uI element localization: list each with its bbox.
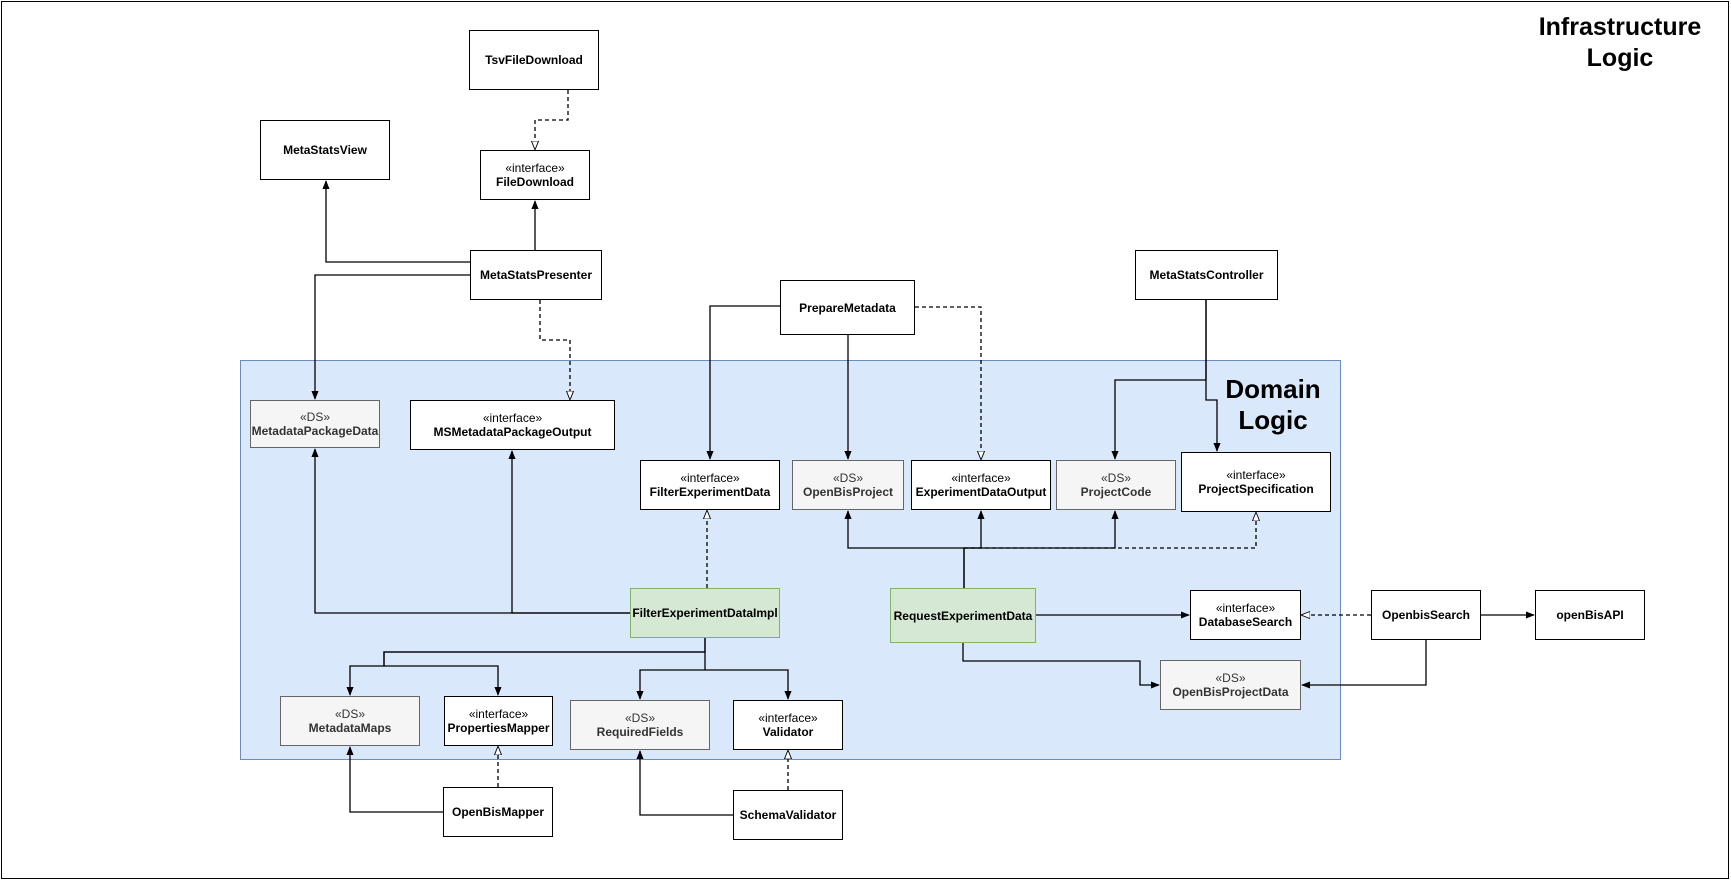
infrastructure-logic-title: Infrastructure Logic [1520,12,1720,74]
edge-filter-experiment-data-impl-to-ms-metadata-package-output [508,450,630,614]
edge-request-experiment-data-to-project-code [964,510,1119,549]
edge-meta-stats-presenter-to-ms-metadata-package-output [539,300,570,399]
infrastructure-title-line1: Infrastructure [1538,13,1702,41]
edge-request-experiment-data-to-openbis-project-data [962,643,1160,689]
openbis-mapper-node[interactable]: OpenBisMapper [443,787,553,837]
node-stereotype: «interface» [1215,601,1276,615]
node-name: ProjectSpecification [1198,482,1314,496]
node-name: MetaStatsView [283,143,367,157]
node-name: OpenBisMapper [451,805,544,819]
node-stereotype: «DS» [624,711,656,725]
filter-experiment-data-impl-node[interactable]: FilterExperimentDataImpl [630,588,780,638]
node-stereotype: «DS» [334,707,366,721]
node-stereotype: «interface» [951,471,1011,485]
node-name: OpenBisProjectData [1172,685,1289,699]
meta-stats-view-node[interactable]: MetaStatsView [260,120,390,180]
schema-validator-node[interactable]: SchemaValidator [733,790,843,840]
edge-filter-experiment-data-impl-to-required-fields [636,638,706,700]
tsv-file-download-node[interactable]: TsvFileDownload [469,30,599,90]
file-download-node[interactable]: «interface» FileDownload [480,150,590,200]
edge-meta-stats-presenter-to-meta-stats-view [322,180,470,263]
project-specification-node[interactable]: «interface» ProjectSpecification [1181,452,1331,512]
edge-prepare-metadata-to-filter-experiment-data [706,305,780,460]
node-stereotype: «interface» [505,161,565,175]
node-name: OpenBisProject [802,485,894,499]
edge-meta-stats-presenter-to-metadata-package-data [311,274,470,400]
node-name: MetadataPackageData [251,424,379,438]
node-name: PropertiesMapper [447,721,550,735]
node-name: Validator [762,725,814,739]
node-stereotype: «interface» [468,707,529,721]
node-stereotype: «interface» [1226,468,1286,482]
node-name: RequestExperimentData [893,608,1033,623]
validator-node[interactable]: «interface» Validator [733,700,843,750]
domain-title-line1: Domain [1225,374,1321,404]
node-name: RequiredFields [596,725,684,739]
node-name: openBisAPI [1556,608,1624,622]
meta-stats-controller-node[interactable]: MetaStatsController [1135,250,1278,300]
edge-schema-validator-to-required-fields [636,750,733,816]
node-name: MetaStatsController [1149,268,1264,282]
required-fields-node[interactable]: «DS» RequiredFields [570,700,710,750]
metadata-maps-node[interactable]: «DS» MetadataMaps [280,696,420,746]
domain-logic-title: Domain Logic [1208,374,1338,436]
node-name: SchemaValidator [739,808,837,822]
node-stereotype: «DS» [832,471,864,485]
edge-request-experiment-data-to-experiment-data-output [963,510,985,588]
edge-meta-stats-controller-to-project-code [1111,300,1207,460]
node-name: DatabaseSearch [1198,615,1293,629]
experiment-data-output-node[interactable]: «interface» ExperimentDataOutput [911,460,1051,510]
project-code-node[interactable]: «DS» ProjectCode [1056,460,1176,510]
edge-tsv-file-download-to-file-download [535,90,569,149]
domain-title-line2: Logic [1238,405,1308,435]
openbis-project-data-node[interactable]: «DS» OpenBisProjectData [1160,660,1301,710]
edge-openbis-search-to-openbis-project-data [1301,640,1427,689]
meta-stats-presenter-node[interactable]: MetaStatsPresenter [470,250,602,300]
edge-filter-experiment-data-impl-to-properties-mapper [383,651,705,696]
edge-request-experiment-data-to-project-specification [964,513,1256,549]
node-name: FilterExperimentData [649,485,771,499]
ms-metadata-package-output-node[interactable]: «interface» MSMetadataPackageOutput [410,400,615,450]
node-name: MetadataMaps [308,721,392,735]
edge-request-experiment-data-to-openbis-project [844,510,965,588]
prepare-metadata-node[interactable]: PrepareMetadata [780,280,915,335]
edge-prepare-metadata-to-experiment-data-output [915,306,981,459]
openbis-api-node[interactable]: openBisAPI [1535,590,1645,640]
node-name: TsvFileDownload [485,53,583,67]
edge-filter-experiment-data-impl-to-validator [705,669,792,700]
node-name: ProjectCode [1080,485,1152,499]
node-name: OpenbisSearch [1381,608,1471,622]
openbis-project-node[interactable]: «DS» OpenBisProject [792,460,904,510]
request-experiment-data-node[interactable]: RequestExperimentData [890,588,1036,643]
metadata-package-data-node[interactable]: «DS» MetadataPackageData [250,400,380,448]
edge-openbis-mapper-to-metadata-maps [346,746,443,813]
node-stereotype: «interface» [680,471,740,485]
node-name: MSMetadataPackageOutput [433,425,592,439]
edge-filter-experiment-data-impl-to-metadata-package-data [311,448,630,614]
node-name: PrepareMetadata [799,300,896,315]
node-name: ExperimentDataOutput [915,485,1047,499]
node-stereotype: «DS» [1215,671,1246,685]
node-stereotype: «DS» [1100,471,1132,485]
node-stereotype: «interface» [482,411,543,425]
infrastructure-title-line2: Logic [1586,44,1654,72]
node-name: FilterExperimentDataImpl [632,606,778,620]
edge-meta-stats-controller-to-project-specification [1205,300,1221,452]
openbis-search-node[interactable]: OpenbisSearch [1371,590,1481,640]
node-name: MetaStatsPresenter [479,268,593,282]
node-name: FileDownload [496,175,574,189]
database-search-node[interactable]: «interface» DatabaseSearch [1190,590,1301,640]
node-stereotype: «DS» [299,410,331,424]
node-stereotype: «interface» [758,711,818,725]
filter-experiment-data-node[interactable]: «interface» FilterExperimentData [640,460,780,510]
properties-mapper-node[interactable]: «interface» PropertiesMapper [444,696,553,746]
